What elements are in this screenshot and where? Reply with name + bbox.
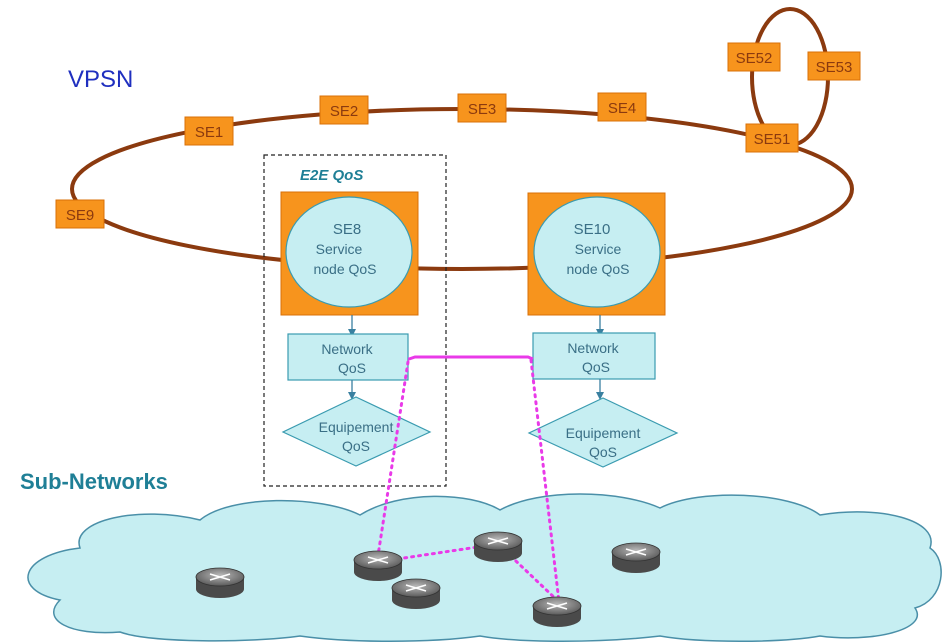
service-node-line2: node QoS <box>566 261 629 277</box>
se-label: SE2 <box>330 103 358 120</box>
se-box-se53[interactable]: SE53 <box>807 51 861 81</box>
se-label: SE51 <box>754 131 791 148</box>
e2e-qos-box <box>263 154 447 487</box>
se-label: SE53 <box>816 59 853 76</box>
se-box-se9[interactable]: SE9 <box>55 199 105 229</box>
se-box-se2[interactable]: SE2 <box>319 95 369 125</box>
sub-networks-label: Sub-Networks <box>20 469 168 494</box>
router-icon[interactable] <box>391 578 441 609</box>
service-node-se10[interactable]: SE10 Service node QoS <box>527 192 666 316</box>
se-label: SE9 <box>66 207 94 224</box>
se-label: SE3 <box>468 101 496 118</box>
router-icon[interactable] <box>353 550 403 581</box>
service-node-id: SE10 <box>574 221 611 238</box>
service-node-se8[interactable]: SE8 Service node QoS <box>280 191 419 316</box>
se-box-se4[interactable]: SE4 <box>597 92 647 122</box>
router-icon[interactable] <box>195 567 245 598</box>
network-qos-line2: QoS <box>338 360 366 376</box>
se-label: SE52 <box>736 50 773 67</box>
equipment-qos-line1: Equipement <box>566 425 641 441</box>
network-qos-line1: Network <box>567 340 619 356</box>
service-node-line2: node QoS <box>313 261 376 277</box>
se-box-se51[interactable]: SE51 <box>745 123 799 153</box>
router-icon[interactable] <box>473 531 523 562</box>
service-node-id: SE8 <box>333 221 361 238</box>
network-qos-line1: Network <box>321 341 373 357</box>
se-label: SE4 <box>608 100 636 117</box>
se-box-se1[interactable]: SE1 <box>184 116 234 146</box>
network-qos-right[interactable]: Network QoS <box>532 332 656 380</box>
e2e-qos-label: E2E QoS <box>300 167 363 184</box>
se-label: SE1 <box>195 124 223 141</box>
network-qos-line2: QoS <box>582 359 610 375</box>
equipment-qos-line1: Equipement <box>319 419 394 435</box>
sub-network-cloud <box>27 493 942 642</box>
se-box-se3[interactable]: SE3 <box>457 93 507 123</box>
equipment-qos-line2: QoS <box>589 444 617 460</box>
equipment-qos-right[interactable]: Equipement QoS <box>527 397 679 468</box>
equipment-qos-left[interactable]: Equipement QoS <box>281 396 432 467</box>
router-icon[interactable] <box>611 542 661 573</box>
equipment-qos-line2: QoS <box>342 438 370 454</box>
inter-network-link <box>408 355 534 361</box>
service-node-line1: Service <box>575 241 622 257</box>
network-qos-left[interactable]: Network QoS <box>287 333 409 381</box>
se-box-se52[interactable]: SE52 <box>727 42 781 72</box>
service-node-line1: Service <box>316 241 363 257</box>
vpsn-label: VPSN <box>68 66 133 93</box>
router-icon[interactable] <box>532 596 582 627</box>
